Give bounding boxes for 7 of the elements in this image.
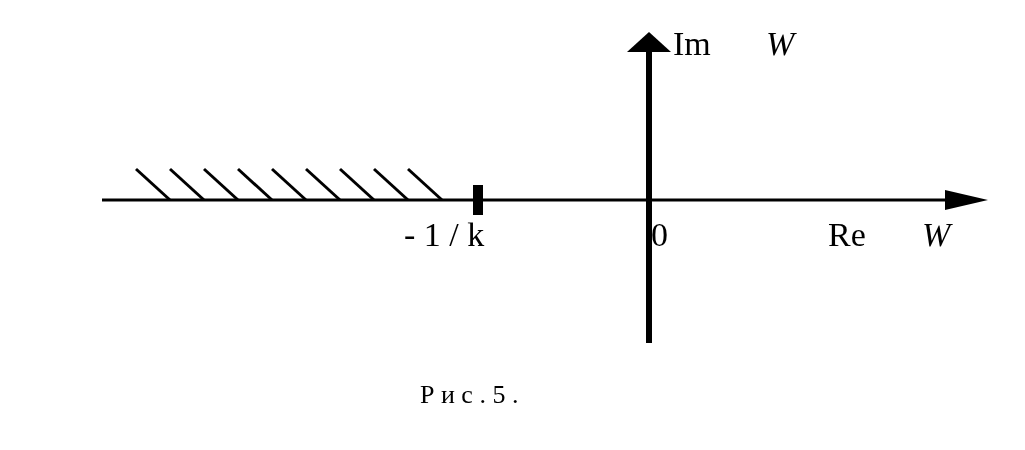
figure-caption: Р и с . 5 . — [420, 382, 519, 408]
axis-label: Re — [828, 218, 866, 252]
axis-label: W — [922, 218, 951, 252]
axis-label: - 1 / k — [404, 218, 485, 252]
axis-label: Im — [673, 27, 711, 61]
axis-label: W — [766, 27, 795, 61]
axis-label: 0 — [651, 218, 668, 252]
